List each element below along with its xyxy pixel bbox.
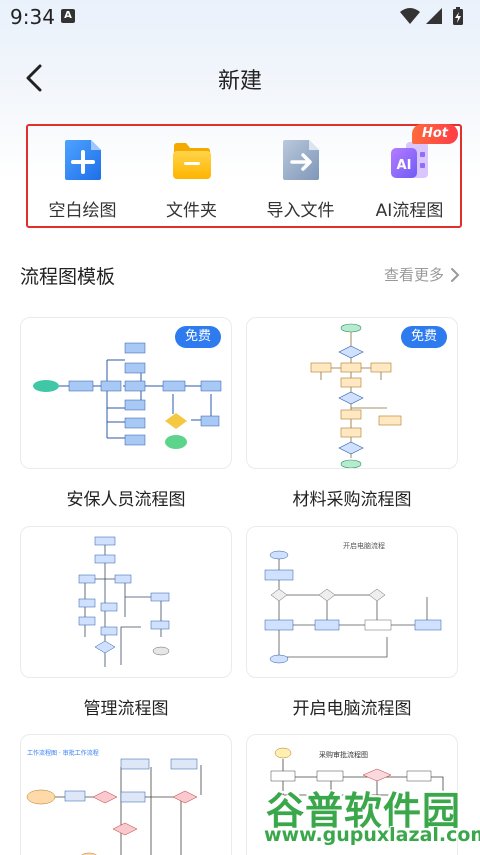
ai-flowchart-button[interactable]: AI AI流程图 Hot [355,124,464,226]
flowchart-thumbnail: 工作流程图 · 审批工作流程 [26,749,202,855]
section-title: 流程图模板 [20,266,116,288]
template-card-purchase-approval[interactable]: 采购审批流程图 [246,734,458,855]
watermark-url: www.gupuxlazal.com [264,824,480,846]
folder-button[interactable]: 文件夹 [137,126,246,226]
flowchart-thumbnail [310,323,402,468]
template-thumbnail: 免费 [20,317,232,469]
thumb-title: 工作流程图 · 审批工作流程 [27,749,99,757]
template-card-procurement[interactable]: 免费 材料采购流程图 [246,317,458,510]
template-label: 材料采购流程图 [292,490,412,510]
template-card-boot-pc[interactable]: 开启电脑流程 开启电脑流程图 [246,526,458,719]
flowchart-thumbnail [33,342,222,449]
template-thumbnail: 免费 [246,317,458,469]
watermark: 谷普软件园 www.gupuxlazal.com [262,780,480,855]
quick-actions-panel: 空白绘图 文件夹 导入文件 AI AI流程图 Hot [26,124,462,228]
status-bar: 9:34 A [0,0,480,34]
blank-doc-plus-icon [64,140,101,180]
flowchart-thumbnail: 开启电脑流程 [264,541,442,664]
template-thumbnail: 开启电脑流程 [246,526,458,678]
folder-label: 文件夹 [166,201,217,221]
chevron-left-icon [26,64,42,92]
watermark-brand: 谷普软件园 [266,789,462,833]
notification-icon: A [61,9,75,23]
hot-badge: Hot [412,124,458,144]
status-icons [398,6,470,32]
svg-text:AI: AI [396,158,411,173]
template-thumbnail [20,526,232,678]
see-more-link[interactable]: 查看更多 [384,264,460,285]
flowchart-thumbnail: 采购审批流程图 [270,747,444,796]
template-label: 安保人员流程图 [66,490,186,510]
template-label: 管理流程图 [83,699,169,719]
template-thumbnail: 工作流程图 · 审批工作流程 [20,734,232,855]
battery-icon [453,7,463,25]
ai-flowchart-label: AI流程图 [375,201,444,221]
template-card-management[interactable]: 管理流程图 [20,526,232,719]
folder-icon [172,143,211,179]
import-file-button[interactable]: 导入文件 [246,126,355,226]
chevron-right-icon [451,267,460,282]
template-thumbnail: 采购审批流程图 [246,734,458,855]
thumb-title: 采购审批流程图 [319,750,368,759]
import-file-label: 导入文件 [266,201,335,221]
see-more-label: 查看更多 [383,266,444,284]
template-label: 开启电脑流程图 [292,699,412,719]
flowchart-thumbnail [78,536,170,667]
template-card-workflow[interactable]: 工作流程图 · 审批工作流程 [20,734,232,855]
free-badge: 免费 [175,326,221,348]
blank-drawing-label: 空白绘图 [48,201,117,221]
page-title: 新建 [217,69,262,94]
signal-icon [426,8,442,24]
import-file-icon [282,140,319,180]
free-badge: 免费 [401,326,447,348]
header: 新建 [0,50,480,106]
wifi-icon [400,8,420,24]
ai-flowchart-icon: AI [390,142,428,178]
thumb-title: 开启电脑流程 [343,541,385,550]
blank-drawing-button[interactable]: 空白绘图 [28,126,137,226]
status-time: 9:34 [10,5,55,29]
template-card-security[interactable]: 免费 安保人员流程图 [20,317,232,510]
templates-section-header: 流程图模板 查看更多 [20,260,460,292]
back-button[interactable] [18,60,54,96]
